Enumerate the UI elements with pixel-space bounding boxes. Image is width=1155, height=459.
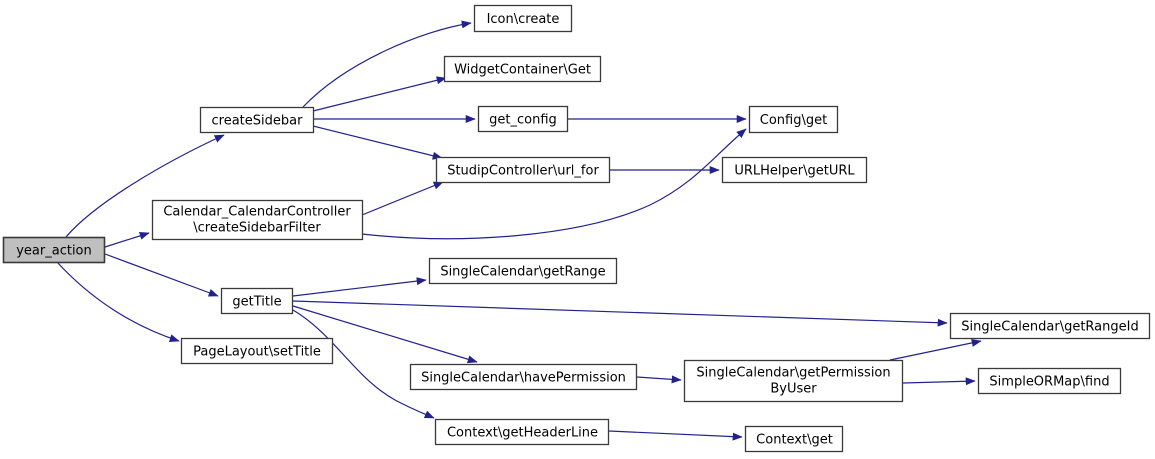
node-label: get_config — [489, 113, 557, 128]
node-box — [477, 105, 569, 133]
node-studip-controller-url-for[interactable]: StudipController\url_for — [435, 156, 611, 184]
node-box — [443, 55, 602, 83]
node-box — [473, 4, 573, 33]
node-label: Config\get — [760, 113, 827, 128]
node-label: Context\getHeaderLine — [447, 426, 598, 441]
node-label: Icon\create — [487, 12, 560, 27]
node-get-config[interactable]: get_config — [477, 105, 569, 133]
node-box — [744, 425, 844, 453]
node-label: createSidebar — [212, 114, 304, 129]
node-label: SingleCalendar\getRange — [440, 265, 605, 280]
node-box — [977, 367, 1122, 395]
node-get-title[interactable]: getTitle — [220, 287, 294, 315]
node-box — [2, 236, 106, 264]
node-label: StudipController\url_for — [447, 164, 599, 179]
edge-getPermissionByUser-to-find — [902, 377, 976, 386]
node-box — [180, 337, 334, 365]
node-label: SingleCalendar\havePermission — [421, 371, 626, 386]
node-config-get[interactable]: Config\get — [748, 105, 839, 134]
node-label: PageLayout\setTitle — [193, 345, 321, 360]
node-box — [220, 287, 294, 315]
node-urlhelper-get-url[interactable]: URLHelper\getURL — [721, 156, 868, 184]
node-pagelayout-set-title[interactable]: PageLayout\setTitle — [180, 337, 334, 365]
node-label: WidgetContainer\Get — [454, 63, 591, 78]
edge-createSidebarFilter-to-configGet — [361, 128, 747, 240]
node-label: Calendar_CalendarController — [163, 205, 351, 220]
edge-createSidebar-to-iconCreate — [302, 20, 472, 108]
node-label: year_action — [16, 244, 92, 259]
node-box — [721, 156, 868, 184]
edge-createSidebar-to-urlFor — [312, 125, 443, 160]
node-single-calendar-get-range[interactable]: SingleCalendar\getRange — [428, 257, 618, 285]
node-label: Context\get — [756, 433, 833, 448]
node-label: getTitle — [232, 295, 281, 310]
edge-year_action-to-createSidebar — [65, 134, 225, 238]
edge-getTitle-to-getHeaderLine — [292, 309, 435, 419]
edges-layer — [56, 20, 982, 441]
node-box — [435, 156, 611, 184]
node-box — [683, 359, 904, 403]
node-label: SimpleORMap\find — [989, 375, 1109, 390]
node-label: ByUser — [770, 382, 817, 397]
node-icon-create[interactable]: Icon\create — [473, 4, 573, 33]
node-year-action[interactable]: year_action — [2, 236, 106, 264]
edge-havePermission-to-getPermissionByUser — [636, 375, 682, 384]
node-widget-container-get[interactable]: WidgetContainer\Get — [443, 55, 602, 83]
node-box — [409, 363, 638, 391]
nodes-layer: year_action createSidebar Calendar_Calen… — [2, 4, 1151, 453]
node-context-get[interactable]: Context\get — [744, 425, 844, 453]
edge-getTitle-to-havePermission — [292, 305, 478, 364]
node-box — [434, 418, 610, 446]
node-box — [151, 199, 364, 241]
edge-year_action-to-setTitle — [56, 261, 180, 342]
node-context-get-header-line[interactable]: Context\getHeaderLine — [434, 418, 610, 446]
node-label: \createSidebarFilter — [193, 221, 321, 236]
node-single-calendar-get-permission-by-user[interactable]: SingleCalendar\getPermission ByUser — [683, 359, 904, 403]
node-simple-ormap-find[interactable]: SimpleORMap\find — [977, 367, 1122, 395]
node-box — [199, 106, 315, 134]
node-box — [428, 257, 618, 285]
node-single-calendar-get-range-id[interactable]: SingleCalendar\getRangeId — [949, 312, 1151, 340]
edge-getTitle-to-getRangeId — [292, 300, 948, 327]
edge-createSidebar-to-widgetGet — [312, 76, 447, 112]
edge-getTitle-to-getRange — [292, 277, 427, 297]
node-box — [949, 312, 1151, 340]
node-label: URLHelper\getURL — [734, 164, 855, 179]
edge-getPermissionByUser-to-getRangeId — [889, 338, 982, 361]
node-label: SingleCalendar\getPermission — [696, 366, 890, 381]
edge-year_action-to-getTitle — [104, 253, 219, 297]
node-box — [748, 105, 839, 134]
node-single-calendar-have-permission[interactable]: SingleCalendar\havePermission — [409, 363, 638, 391]
edge-createSidebarFilter-to-urlFor — [361, 181, 444, 216]
node-create-sidebar-filter[interactable]: Calendar_CalendarController \createSideb… — [151, 199, 364, 241]
edge-year_action-to-createSidebarFilter — [104, 232, 150, 248]
node-label: SingleCalendar\getRangeId — [961, 320, 1138, 335]
edge-getHeaderLine-to-contextGet — [608, 430, 743, 441]
node-create-sidebar[interactable]: createSidebar — [199, 106, 315, 134]
